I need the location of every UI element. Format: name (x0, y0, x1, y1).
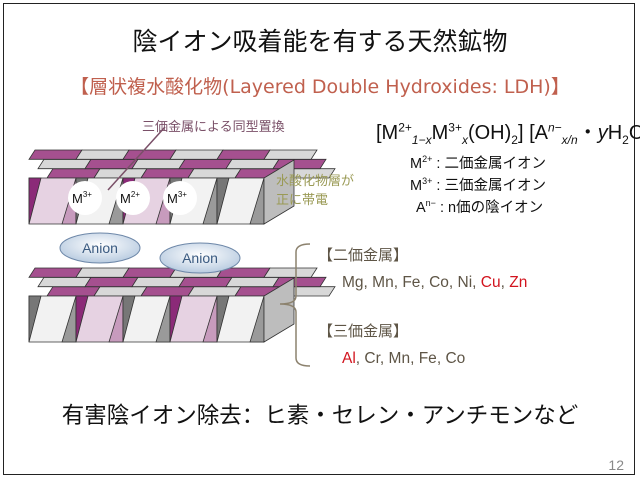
substitution-pointer-line (107, 126, 166, 191)
divalent-heading: 【二価金属】 (318, 246, 409, 264)
substitution-label: 三価金属による同型置換 (142, 120, 285, 135)
octahedron-face (263, 149, 318, 160)
octahedron-face (140, 168, 195, 179)
octahedron-face (187, 286, 242, 297)
anion-right: Anion (159, 242, 241, 274)
metal-co: Co (445, 350, 466, 367)
ion-m3-left: M3+ (68, 181, 102, 215)
octahedron-face (178, 158, 233, 170)
legend-trivalent: M3+ : 三価金属イオン (410, 176, 546, 194)
charged-layer-line-1: 水酸化物層が (276, 174, 355, 189)
octahedron-face (263, 267, 318, 278)
charged-layer-line-2: 正に帯電 (276, 193, 329, 208)
octahedron-face (93, 286, 148, 297)
metal-cr: Cr (364, 350, 380, 367)
metal-zn: Zn (509, 274, 528, 291)
ion-m3-right: M3+ (163, 181, 197, 215)
legend-divalent: M2+ : 二価金属イオン (410, 154, 546, 172)
metal-mn: Mn (372, 274, 394, 291)
octahedron-face (28, 267, 83, 278)
octahedron-face (272, 158, 327, 170)
octahedron-face (46, 286, 101, 297)
octahedron-face (75, 267, 130, 278)
charged-layer-label: 水酸化物層が 正に帯電 (276, 172, 354, 210)
svg-text:Anion: Anion (182, 250, 218, 266)
octahedron-face (46, 168, 101, 179)
octahedron-face (28, 177, 42, 225)
metal-co: Co (429, 274, 449, 291)
octahedron-face (122, 295, 136, 343)
slide-frame (3, 3, 635, 475)
slide-title: 陰イオン吸着能を有する天然鉱物 (132, 27, 508, 56)
octahedron-face (75, 149, 130, 160)
metal-mn: Mn (388, 350, 411, 367)
octahedron-face (131, 158, 186, 170)
octahedron-face (131, 276, 186, 288)
octahedron-face (122, 149, 177, 160)
page-number: 12 (608, 457, 624, 473)
svg-text:M3+: M3+ (72, 190, 92, 206)
octahedron-face (37, 158, 92, 170)
octahedron-face (216, 149, 271, 160)
svg-text:Anion: Anion (82, 240, 118, 256)
octahedron-face (169, 149, 224, 160)
octahedron-face (272, 276, 327, 288)
divalent-metal-list: Mg, Mn, Fe, Co, Ni, Cu, Zn (342, 274, 528, 291)
octahedron-face (263, 159, 295, 225)
octahedron-face (28, 295, 42, 343)
slide-subtitle: 【層状複水酸化物(Layered Double Hydroxides: LDH)… (70, 76, 570, 98)
hydroxide-layer-bottom (28, 267, 336, 343)
svg-text:M2+: M2+ (120, 190, 140, 206)
trivalent-heading: 【三価金属】 (318, 322, 409, 340)
metal-ni: Ni (457, 274, 473, 291)
metal-mg: Mg (342, 274, 364, 291)
curly-brace (279, 243, 311, 367)
octahedron-face (225, 276, 280, 288)
octahedron-face (75, 295, 89, 343)
octahedron-face (187, 168, 242, 179)
svg-text:M3+: M3+ (167, 190, 187, 206)
octahedron-face (84, 276, 139, 288)
octahedron-face (263, 277, 295, 343)
metal-al: Al (342, 350, 356, 367)
ldh-formula: [M2+1−xM3+x(OH)2] [An−x/n・yH2O] (376, 120, 640, 147)
octahedron-face (37, 276, 92, 288)
octahedron-face (122, 267, 177, 278)
octahedron-face (225, 158, 280, 170)
octahedron-face (28, 149, 83, 160)
hydroxide-layer-top (28, 149, 336, 225)
octahedron-face (216, 295, 230, 343)
metal-cu: Cu (480, 274, 501, 291)
metal-fe: Fe (418, 350, 437, 367)
anion-left: Anion (59, 232, 141, 264)
metal-fe: Fe (402, 274, 421, 291)
legend-anion: An− : n価の陰イオン (416, 198, 544, 216)
octahedron-face (178, 276, 233, 288)
bottom-summary: 有害陰イオン除去：ヒ素・セレン・アンチモンなど (61, 403, 579, 429)
octahedron-face (84, 158, 139, 170)
octahedron-face (140, 286, 195, 297)
trivalent-metal-list: Al, Cr, Mn, Fe, Co (342, 350, 466, 367)
octahedron-face (169, 295, 183, 343)
octahedron-face (216, 177, 230, 225)
ion-m2-center: M2+ (116, 181, 150, 215)
